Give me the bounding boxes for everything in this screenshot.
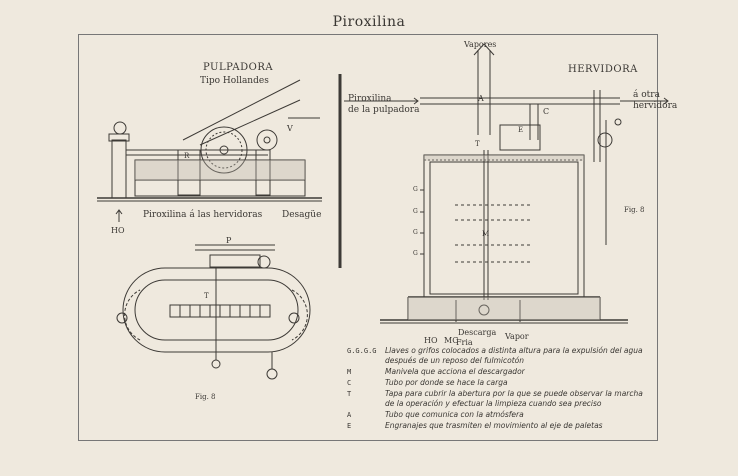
legend-key: E (347, 422, 352, 430)
pulpadora-subheading: Tipo Hollandes (200, 76, 269, 86)
pulpadora-mark-v: V (287, 124, 293, 133)
legend-text: Tubo por donde se hace la carga (385, 378, 508, 387)
hervidora-bottom-mc: MC (444, 336, 459, 345)
hervidora-mark-g-2: G (413, 208, 418, 215)
hervidora-bottom-ho: HO (424, 336, 438, 345)
legend-row: A Tubo que comunica con la atmósfera (347, 410, 647, 420)
pulpadora-side-view (97, 79, 322, 222)
hervidora-mark-g-4: G (413, 250, 418, 257)
legend-text: Llaves o grifos colocados a distinta alt… (385, 346, 643, 365)
pulpadora-caption-left: Piroxilina á las hervidoras (143, 210, 263, 220)
pulpadora-fig-label: Fig. 8 (195, 393, 216, 401)
hervidora-mark-e: E (518, 126, 524, 134)
hervidora-vapores: Vapores (464, 40, 497, 49)
pulpadora-plan-view (116, 244, 311, 380)
legend-text: Tubo que comunica con la atmósfera (385, 410, 524, 419)
pulpadora-caption-right: Desagüe (282, 210, 322, 220)
illustration-frame (78, 34, 658, 441)
pulpadora-mark-t: T (204, 292, 209, 300)
legend-text: Tapa para cubrir la abertura por la que … (385, 389, 643, 408)
hervidora-descarga: Descarga (458, 328, 497, 337)
pulpadora-heading: PULPADORA (203, 62, 274, 73)
hervidora-vapor: Vapor (505, 332, 529, 341)
hervidora-drawing (344, 43, 669, 324)
pulpadora-mark-r: R (184, 152, 190, 160)
pulpadora-mark-p: P (226, 236, 232, 245)
hervidora-mark-m: M (482, 230, 490, 238)
hervidora-mark-g-3: G (413, 229, 418, 236)
legend-text: Engranajes que trasmiten el movimiento a… (385, 421, 603, 430)
page-title: Piroxilina (332, 14, 406, 30)
legend-text: Manivela que acciona el descargador (385, 367, 525, 376)
legend-key: A (347, 411, 352, 419)
engraving-shading (135, 155, 600, 320)
legend: G.G.G.G Llaves o grifos colocados a dist… (347, 346, 647, 432)
legend-row: E Engranajes que trasmiten el movimiento… (347, 421, 647, 431)
pulpadora-mark-ho: HO (111, 226, 125, 235)
legend-row: T Tapa para cubrir la abertura por la qu… (347, 389, 647, 409)
hervidora-piroxilina-line2: de la pulpadora (348, 105, 420, 115)
hervidora-mark-t: T (475, 140, 480, 148)
hervidora-mark-a: A (478, 94, 484, 103)
legend-key: C (347, 379, 352, 387)
hervidora-heading: HERVIDORA (568, 64, 638, 75)
hervidora-mark-c: C (543, 107, 550, 116)
hervidora-fig-label: Fig. 8 (624, 206, 645, 214)
legend-key: M (347, 368, 352, 376)
hervidora-mark-g-1: G (413, 186, 418, 193)
hervidora-otra-line2: hervidora (633, 101, 678, 111)
legend-row: G.G.G.G Llaves o grifos colocados a dist… (347, 346, 647, 366)
hervidora-piroxilina-line1: Piroxilina (348, 94, 392, 104)
legend-row: M Manivela que acciona el descargador (347, 367, 647, 377)
legend-key: T (347, 390, 352, 398)
legend-row: C Tubo por donde se hace la carga (347, 378, 647, 388)
hervidora-otra-line1: á otra (633, 90, 660, 100)
legend-key: G.G.G.G (347, 347, 377, 355)
hervidora-fria: Fria (456, 338, 473, 347)
